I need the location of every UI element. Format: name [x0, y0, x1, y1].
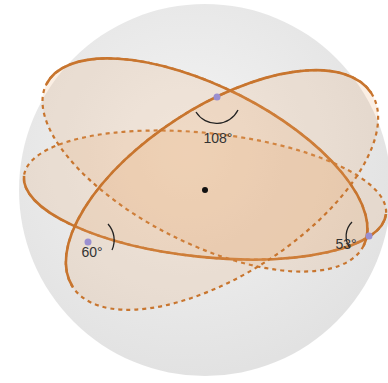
vertex-dot — [214, 94, 221, 101]
angle-arc — [108, 224, 114, 250]
great-circle — [27, 23, 388, 358]
angle-label: 60° — [81, 245, 102, 259]
angle-label: 53° — [335, 237, 356, 251]
center-dot — [202, 187, 208, 193]
vertex-dot — [366, 233, 373, 240]
angle-label: 108° — [204, 131, 233, 145]
angle-arc — [196, 110, 238, 123]
